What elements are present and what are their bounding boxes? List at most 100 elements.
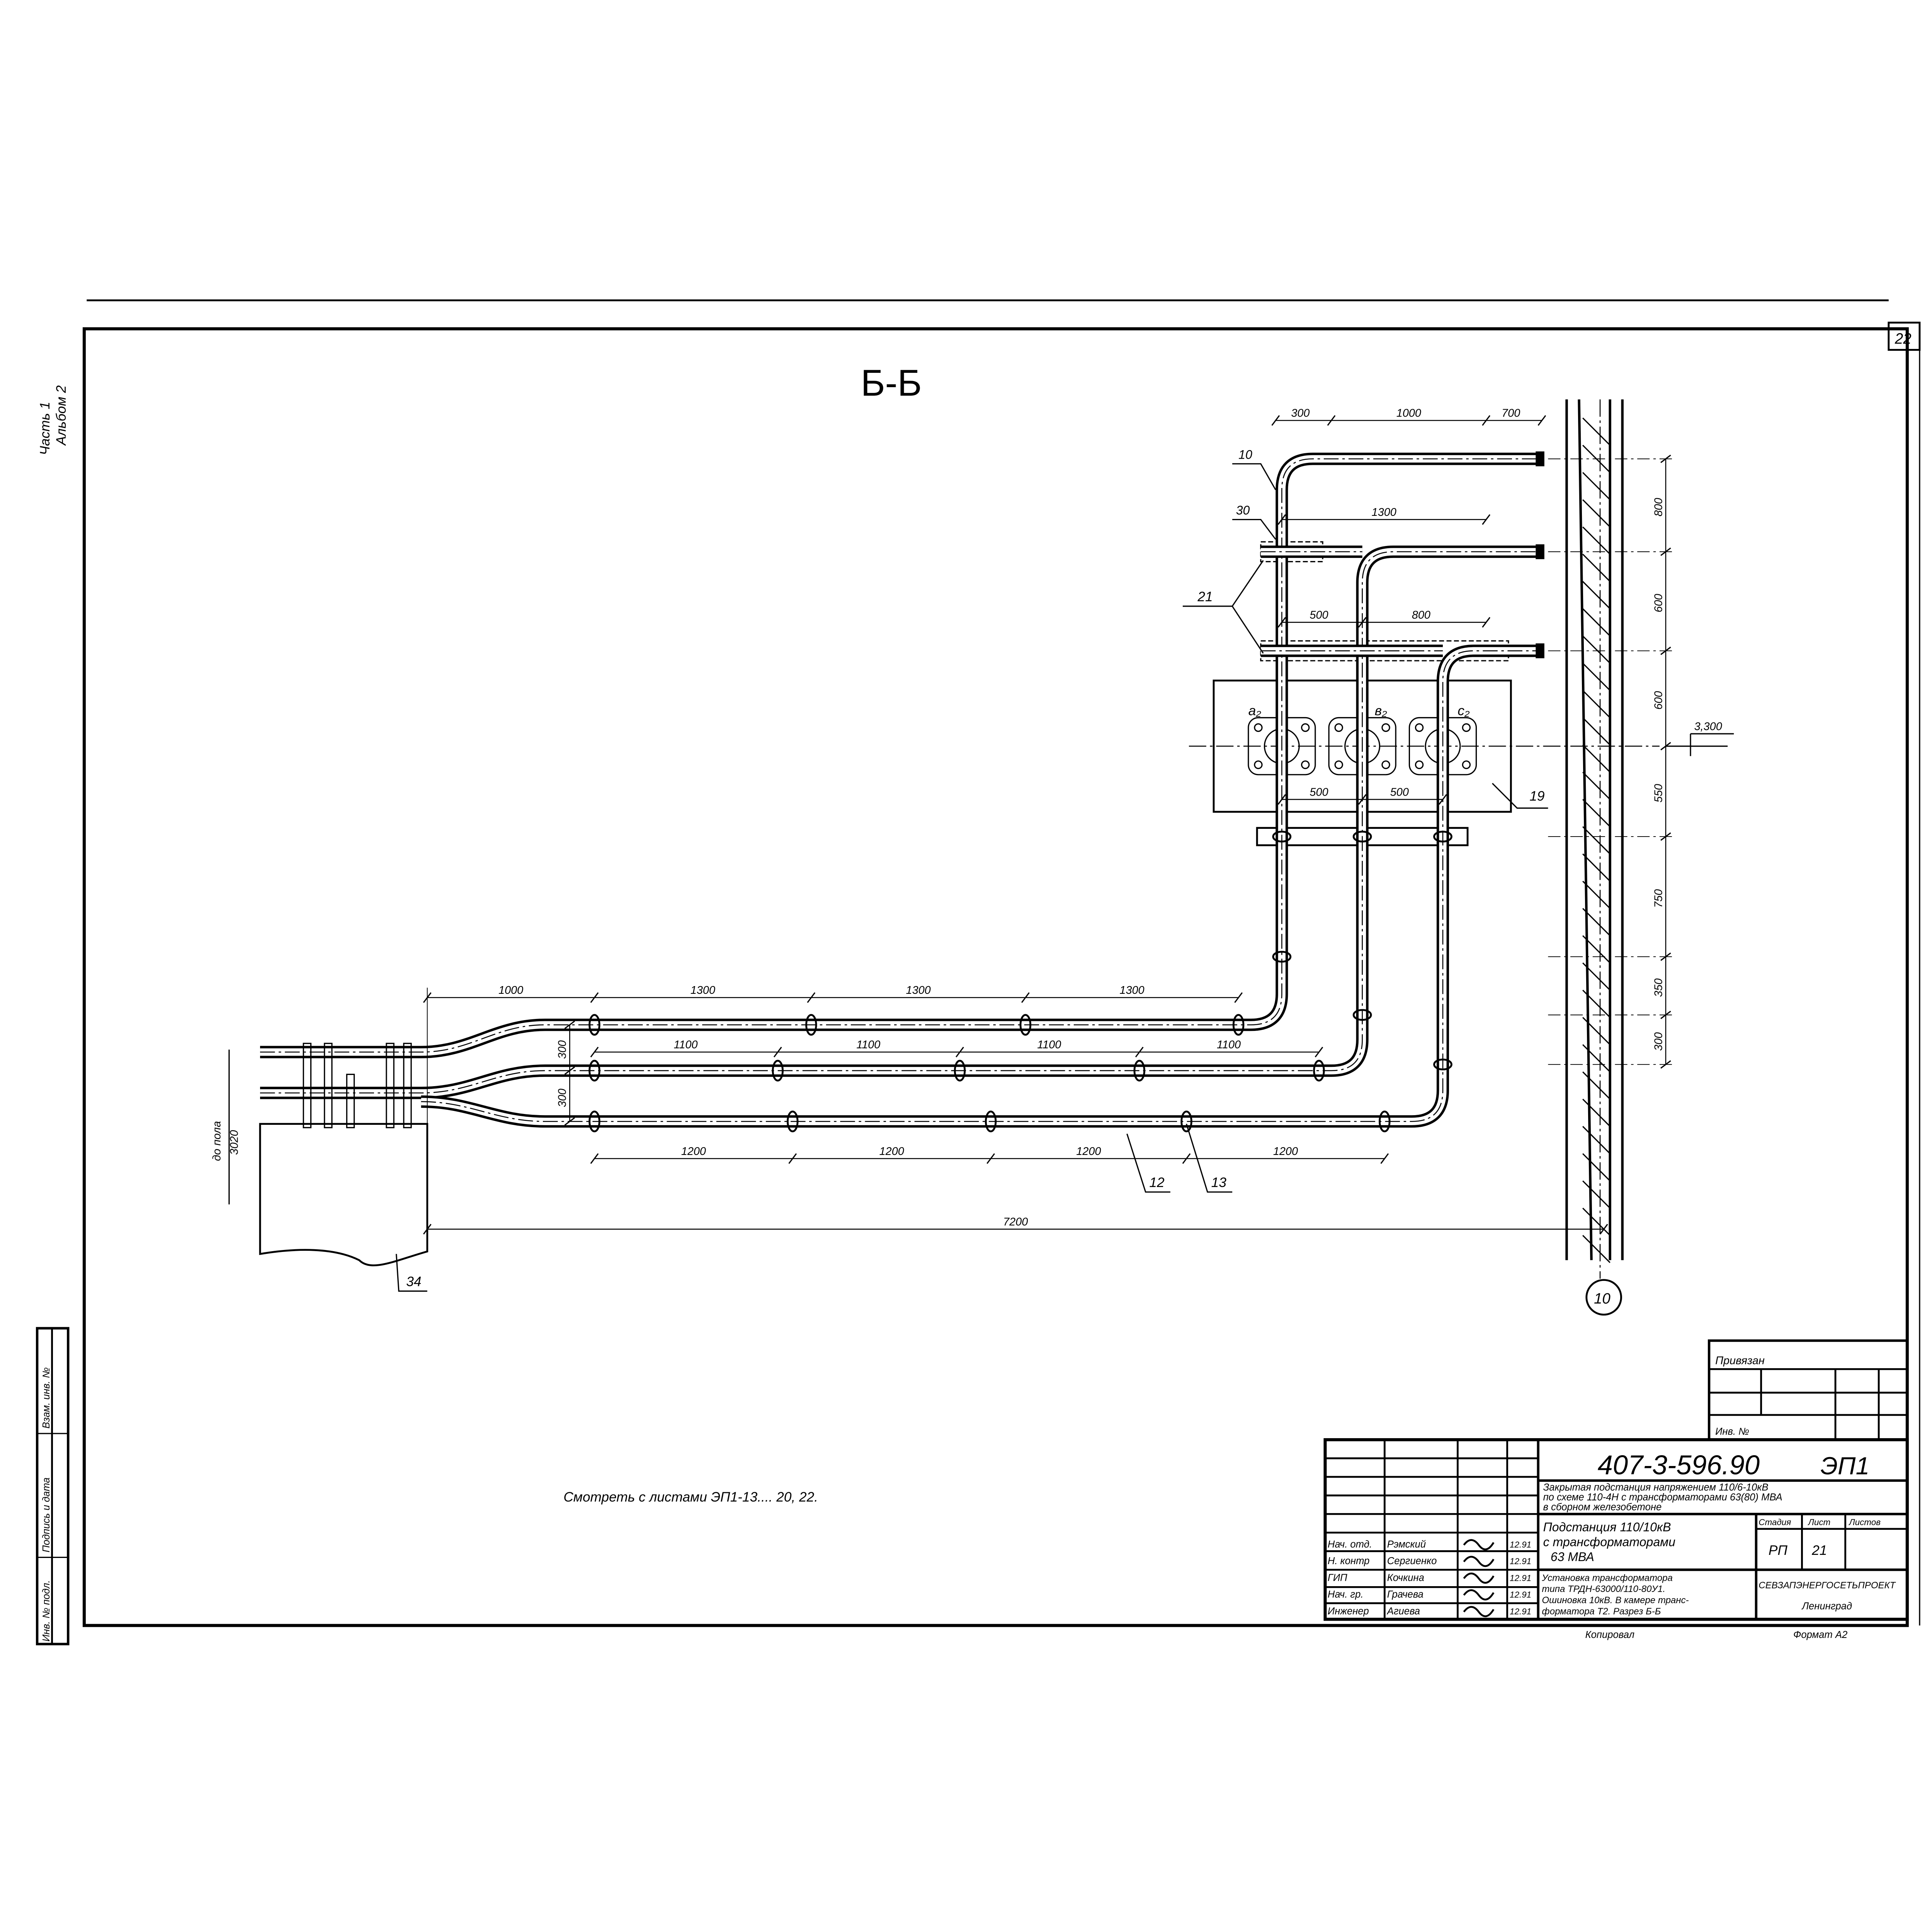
dimension-tick [773, 1046, 782, 1058]
hatch-line [1582, 881, 1611, 909]
signature [1463, 1606, 1495, 1617]
svg-text:12: 12 [1149, 1175, 1165, 1190]
pipe-coupling [1272, 951, 1292, 963]
dimension-tick [1234, 992, 1243, 1003]
hatch-line [1582, 744, 1611, 773]
svg-text:Сергиенко: Сергиенко [1387, 1556, 1437, 1566]
dimension-label: 1000 [498, 984, 523, 997]
sheet-number: 22 [1895, 330, 1912, 347]
dimension-tick [956, 1046, 964, 1058]
dimension-tick [564, 1020, 575, 1029]
pipe-coupling [1379, 1111, 1391, 1133]
pipe-coupling [588, 1111, 600, 1133]
dimension-label: 1100 [1037, 1039, 1061, 1051]
dimension-tick [1277, 794, 1286, 805]
hatch-line [1582, 690, 1611, 718]
floor-height-note: до пола 3020 [211, 1049, 240, 1204]
svg-text:10: 10 [1238, 448, 1252, 462]
svg-text:21: 21 [1197, 589, 1213, 604]
dimension-label: 750 [1652, 889, 1665, 908]
signature [1463, 1572, 1495, 1584]
dimension-tick [1277, 617, 1286, 628]
reference-note: Смотреть с листами ЭП1-13.... 20, 22. [563, 1490, 818, 1505]
bolt-hole [1301, 760, 1310, 769]
dimension-tick [1358, 617, 1367, 628]
album-note: Часть 1 Альбом 2 [37, 385, 69, 455]
svg-text:Привязан: Привязан [1715, 1354, 1765, 1367]
hatch-line [1582, 499, 1611, 527]
svg-text:Копировал: Копировал [1585, 1629, 1634, 1640]
svg-text:СЕВЗАПЭНЕРГОСЕТЬПРОЕКТ: СЕВЗАПЭНЕРГОСЕТЬПРОЕКТ [1759, 1580, 1896, 1591]
dimension-label: 500 [1390, 786, 1409, 798]
hatch-line [1582, 1044, 1611, 1073]
bolt-hole [1301, 723, 1310, 732]
dimension-tick [1537, 415, 1546, 426]
pipe-end-terminal [1536, 643, 1544, 658]
hatch-line [1582, 581, 1611, 609]
box-34 [259, 1123, 429, 1267]
svg-text:Взам. инв. №: Взам. инв. № [41, 1367, 52, 1429]
svg-text:13: 13 [1211, 1175, 1227, 1190]
svg-text:3,300: 3,300 [1694, 720, 1722, 733]
phase-b-label: в₂ [1375, 703, 1387, 718]
section-title: Б-Б [861, 362, 922, 404]
pipe-coupling [985, 1111, 997, 1133]
dimension-label: 1100 [856, 1039, 880, 1051]
svg-text:с трансформаторами: с трансформаторами [1543, 1535, 1676, 1549]
hatch-line [1582, 772, 1611, 800]
pipe-coupling [1180, 1111, 1192, 1133]
svg-text:Лист: Лист [1807, 1517, 1830, 1527]
busbar-pipes [260, 451, 1544, 1133]
bolt-hole [1415, 723, 1424, 732]
bolt-hole [1462, 723, 1471, 732]
pipe-coupling [772, 1060, 784, 1082]
dimension-label: 800 [1412, 609, 1430, 621]
hatch-line [1582, 908, 1611, 936]
dimension-label: 1000 [1396, 407, 1421, 420]
dimension-tick [1358, 794, 1367, 805]
svg-text:3020: 3020 [228, 1130, 240, 1155]
svg-text:Листов: Листов [1848, 1517, 1881, 1527]
svg-text:30: 30 [1236, 503, 1250, 517]
bolt-hole [1334, 760, 1343, 769]
sheet-code: ЭП1 [1821, 1452, 1870, 1480]
dimension-tick [1599, 1224, 1608, 1235]
dimension-label: 500 [1310, 786, 1328, 798]
pipe-coupling [588, 1014, 600, 1036]
left-stamp: Инв. № подл. Подпись и дата Взам. инв. № [36, 1327, 70, 1646]
drawing-code: 407-3-596.90 [1598, 1450, 1760, 1480]
svg-text:Инв. № подл.: Инв. № подл. [41, 1580, 52, 1641]
pipe-end-terminal [1536, 544, 1544, 560]
dimension-tick [564, 1117, 575, 1126]
pipe-coupling [787, 1111, 799, 1133]
svg-text:Инв. №: Инв. № [1715, 1426, 1749, 1437]
pipe-coupling [1272, 830, 1292, 843]
dimension-tick [986, 1153, 995, 1164]
svg-text:РП: РП [1769, 1543, 1788, 1558]
title-block: 407-3-596.90 ЭП1 Закрытая подстанция нап… [1323, 1438, 1909, 1640]
wall-section [1565, 399, 1624, 1279]
dimension-tick [1482, 617, 1491, 628]
phase-c-label: с₂ [1458, 703, 1470, 718]
hatch-line [1582, 635, 1611, 664]
signature [1463, 1589, 1495, 1600]
svg-text:12.91: 12.91 [1510, 1540, 1531, 1549]
dimension-label: 1100 [1217, 1039, 1241, 1051]
svg-text:типа ТРДН-63000/110-80У1.: типа ТРДН-63000/110-80У1. [1542, 1584, 1665, 1594]
svg-text:форматора Т2. Разрез Б-Б: форматора Т2. Разрез Б-Б [1542, 1606, 1661, 1617]
dimension-label: 300 [1652, 1032, 1665, 1051]
dimension-tick [788, 1153, 797, 1164]
pipe-coupling [1313, 1060, 1325, 1082]
signature [1463, 1539, 1495, 1551]
hatch-line [1582, 1235, 1611, 1263]
hatch-line [1582, 799, 1611, 827]
hatch-line [1582, 717, 1611, 746]
dimension-tick [590, 1153, 599, 1164]
dimension-label: 1300 [1119, 984, 1144, 997]
pipe-coupling [1433, 830, 1452, 843]
pipe-coupling [1133, 1060, 1145, 1082]
